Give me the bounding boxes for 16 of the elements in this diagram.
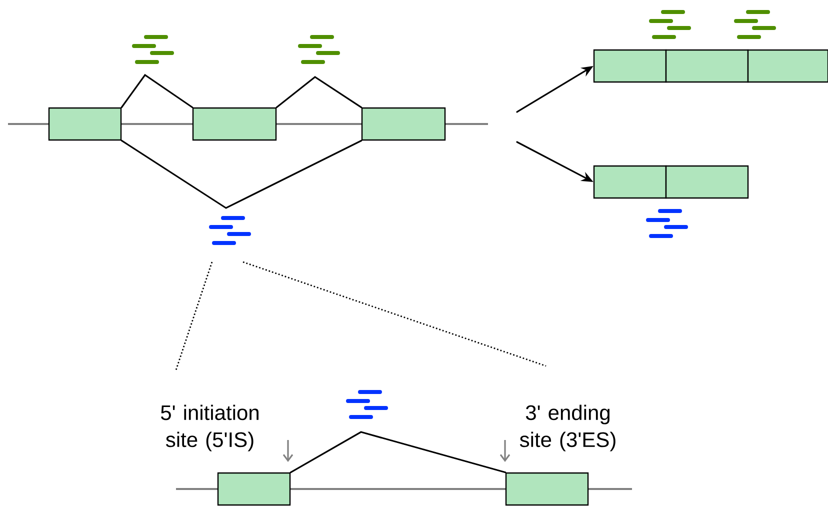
exon-box	[593, 49, 667, 83]
exon-box	[505, 472, 589, 506]
exon-box	[48, 107, 122, 141]
exon-box	[217, 472, 291, 506]
exon-box	[665, 165, 749, 199]
splice-line	[276, 76, 362, 108]
splice-line	[120, 74, 194, 108]
exon-box	[665, 49, 749, 83]
exon-box	[593, 165, 667, 199]
site-label: 3' ending site (3'ES)	[520, 404, 616, 452]
exon-box	[361, 107, 446, 141]
site-label: 5' initiation site (5'IS)	[160, 404, 258, 452]
splice-line	[120, 140, 362, 209]
exon-box	[192, 107, 277, 141]
exon-box	[747, 49, 828, 83]
splice-line	[290, 431, 506, 474]
